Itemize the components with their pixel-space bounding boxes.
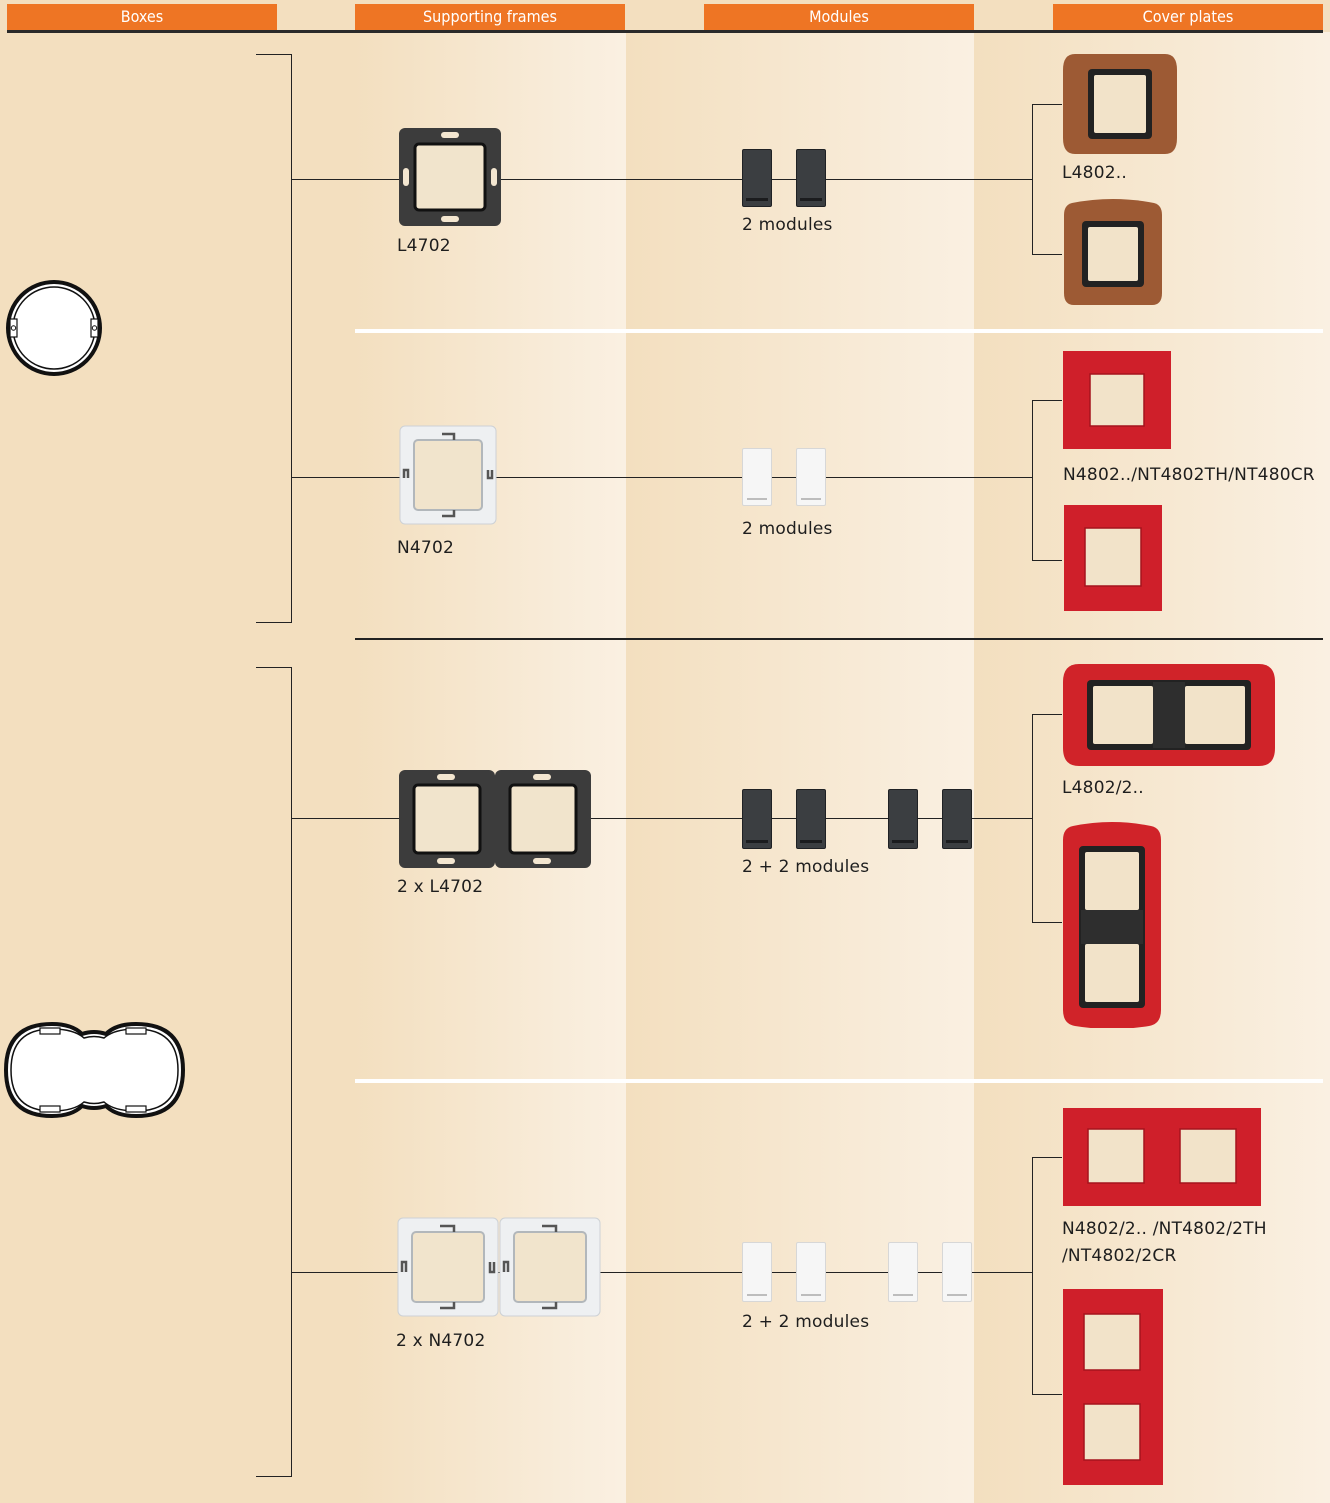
header-rule	[7, 30, 1323, 33]
plate-code-line2: /NT4802/2CR	[1062, 1246, 1177, 1266]
frame-code: N4702	[397, 538, 454, 558]
bracket-top	[256, 667, 292, 668]
cover-plate-red-image	[1063, 351, 1171, 449]
connector-line	[291, 818, 1033, 819]
plate-bracket-bottom	[1032, 254, 1062, 255]
connector-line	[291, 1272, 1033, 1273]
frame-l4702-image	[399, 128, 501, 226]
modules-label: 2 + 2 modules	[742, 857, 870, 877]
header-boxes: Boxes	[7, 4, 277, 30]
plate-bracket-vertical	[1032, 714, 1033, 922]
module-dark	[888, 789, 918, 849]
modules-label: 2 + 2 modules	[742, 1312, 870, 1332]
module-white	[942, 1242, 972, 1302]
plate-code: L4802/2..	[1062, 778, 1144, 798]
connector-line	[291, 179, 1033, 180]
frame-2xn4702-image	[397, 1217, 601, 1317]
boxes-column-bg	[0, 32, 355, 1503]
row-separator	[355, 1079, 1323, 1083]
cover-plate-brown-image-alt	[1064, 199, 1162, 305]
header-cover-plates: Cover plates	[1053, 4, 1323, 30]
header-supporting-frames: Supporting frames	[355, 4, 625, 30]
group-separator	[355, 638, 1323, 640]
frame-code: L4702	[397, 236, 451, 256]
module-dark	[942, 789, 972, 849]
plate-bracket-bottom	[1032, 560, 1062, 561]
bracket-bottom	[256, 1476, 292, 1477]
frame-code: 2 x L4702	[397, 877, 484, 897]
cover-plate-brown-image	[1063, 54, 1177, 154]
cover-plate-red-double-vertical-image	[1063, 822, 1161, 1028]
round-single-box-icon	[6, 280, 102, 376]
frame-n4702-image	[399, 425, 497, 525]
connector-line	[291, 477, 1033, 478]
cover-plate-red-double-image	[1063, 664, 1275, 766]
plate-bracket-bottom	[1032, 1394, 1062, 1395]
plate-code-line1: N4802/2.. /NT4802/2TH	[1062, 1219, 1267, 1239]
plate-code: N4802../NT4802TH/NT480CR	[1063, 465, 1315, 485]
cover-plate-red-image-alt	[1064, 505, 1162, 611]
cover-plate-red-double-image	[1063, 1108, 1261, 1206]
module-white	[742, 1242, 772, 1302]
plate-code: L4802..	[1062, 163, 1127, 183]
module-dark	[796, 789, 826, 849]
module-dark	[796, 149, 826, 207]
header-modules: Modules	[704, 4, 974, 30]
cover-plate-red-double-vertical-image	[1063, 1289, 1163, 1485]
plate-bracket-vertical	[1032, 1157, 1033, 1394]
module-white	[888, 1242, 918, 1302]
module-dark	[742, 789, 772, 849]
bracket-bottom	[256, 622, 292, 623]
bracket-vertical	[291, 667, 292, 1477]
plate-bracket-bottom	[1032, 922, 1062, 923]
frame-code: 2 x N4702	[396, 1331, 486, 1351]
plate-bracket-top	[1032, 714, 1062, 715]
plate-bracket-vertical	[1032, 400, 1033, 560]
module-white	[742, 448, 772, 506]
module-white	[796, 1242, 826, 1302]
bracket-top	[256, 54, 292, 55]
module-white	[796, 448, 826, 506]
bracket-vertical	[291, 54, 292, 623]
plate-bracket-vertical	[1032, 104, 1033, 254]
module-dark	[742, 149, 772, 207]
row-separator	[355, 329, 1323, 333]
frame-2xl4702-image	[399, 770, 591, 868]
plate-bracket-top	[1032, 400, 1062, 401]
round-double-box-icon	[3, 1021, 186, 1119]
plate-bracket-top	[1032, 1157, 1062, 1158]
modules-label: 2 modules	[742, 215, 833, 235]
plate-bracket-top	[1032, 104, 1062, 105]
modules-label: 2 modules	[742, 519, 833, 539]
